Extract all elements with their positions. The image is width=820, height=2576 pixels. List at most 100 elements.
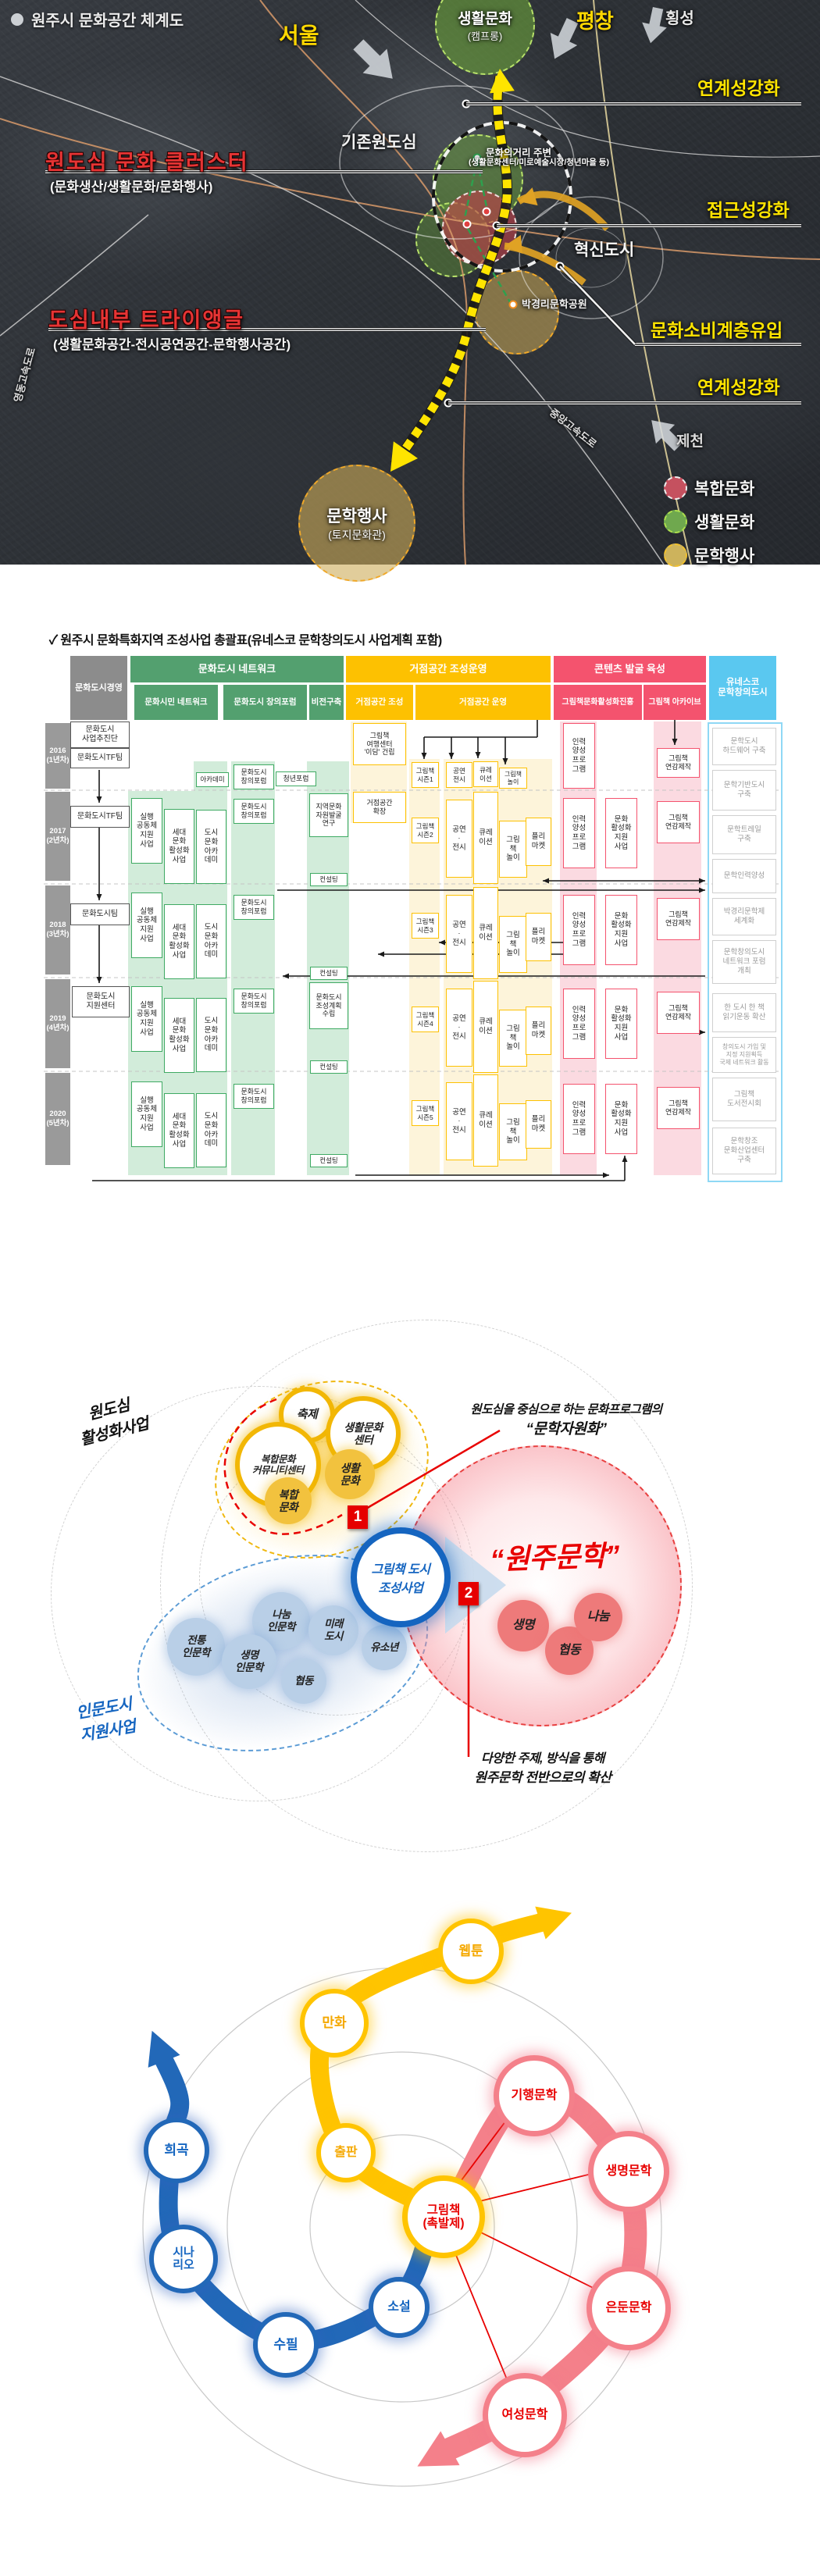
map-red-title: 원도심 문화 클러스터 xyxy=(45,151,249,174)
table-box: 인력 양성 프로 그램 xyxy=(563,798,595,868)
spiral-node: 희곡 xyxy=(144,2118,209,2183)
table-box: 그림책 연감제작 xyxy=(657,748,700,778)
table-box: 청년포럼 xyxy=(276,771,316,786)
unesco-item: 창의도시 가입 및 지정 지원획득 국제 네트워크 활동 xyxy=(712,1037,776,1073)
table-box: 컨설팅 xyxy=(310,1060,348,1074)
map-annotation: 연계성강화 xyxy=(697,377,780,397)
map-label: 박경리문학공원 xyxy=(522,298,587,310)
spiral-node: 기행문학 xyxy=(494,2055,575,2136)
table-box: 큐레 이션 xyxy=(473,1074,498,1167)
annotation-line: 원도심을 중심으로 하는 문화프로그램의 xyxy=(470,1403,662,1416)
table-box: 공연 전시 xyxy=(446,762,472,788)
bubble: 미래 도시 xyxy=(308,1605,358,1655)
map-annotation: 문화소비계층유입 xyxy=(651,320,783,340)
map-area-circle: 문학행사(토지문화관) xyxy=(298,465,415,582)
table-year-block: 2020 (5년차) xyxy=(45,1073,70,1165)
legend-label: 문학행사 xyxy=(694,547,755,565)
table-header-cell: 문화도시 네트워크 xyxy=(130,656,344,682)
table-box: 그림 책 놀이 xyxy=(499,1010,527,1067)
table-header-cell: 콘텐츠 발굴 육성 xyxy=(554,656,706,682)
table-box: 문화 활성화 지원 사업 xyxy=(605,1084,637,1154)
table-box: 세대 문화 활성화 사업 xyxy=(164,1093,194,1168)
map-area-circle xyxy=(442,191,517,265)
spiral-node: 만화 xyxy=(300,1989,369,2058)
table-box: 문화 활성화 지원 사업 xyxy=(605,989,637,1059)
unesco-item: 박경리문학제 세계화 xyxy=(712,898,776,935)
table-box: 공연 · 전시 xyxy=(446,989,472,1067)
table-box: 문화도시 조성계획 수립 xyxy=(309,982,348,1029)
map-label: 기존원도심 xyxy=(341,134,417,151)
table-box: 그림책 연감제작 xyxy=(657,801,700,843)
unesco-item: 문학창의도시 네트워크 포럼 개최 xyxy=(712,940,776,984)
table-box: 컨설팅 xyxy=(310,967,348,980)
unesco-item: 한 도시 한 책 읽기운동 확산 xyxy=(712,993,776,1032)
map-label: 횡성 xyxy=(665,10,694,27)
table-box: 그림 책 놀이 xyxy=(499,1103,527,1160)
map-annotation: 접근성강화 xyxy=(707,200,790,220)
map-label: 혁신도시 xyxy=(574,241,635,259)
bubble: 협동 xyxy=(545,1626,594,1675)
map-red-subtitle: (생활문화공간-전시공연공간-문학행사공간) xyxy=(53,337,291,352)
map-red-title: 도심내부 트라이앵글 xyxy=(48,308,245,332)
table-box: 큐레 이션 xyxy=(473,792,498,884)
table-box: 인력 양성 프로 그램 xyxy=(563,989,595,1059)
annotation-1: 원도심을 중심으로 하는 문화프로그램의 “문학자원화” xyxy=(433,1400,699,1438)
table-box: 도시 문화 아카 데미 xyxy=(196,1093,226,1167)
number-badge: 1 xyxy=(348,1505,368,1529)
table-box: 그림책 여행센터 '이담' 건립 xyxy=(353,723,406,765)
table-box: 거점공간 확장 xyxy=(353,792,406,823)
map-label: (생활문화센터/미로예술시장/청년마을 등) xyxy=(469,158,609,167)
bubble: 생활 문화 xyxy=(325,1449,375,1499)
table-box: 세대 문화 활성화 사업 xyxy=(164,998,194,1073)
bullet-icon xyxy=(11,12,23,26)
map-annotation: 연계성강화 xyxy=(697,78,780,98)
circle-label: 생활문화 xyxy=(458,11,512,27)
table-year-block: 2018 (3년차) xyxy=(45,885,70,974)
table-header-cell: 문화도시경영 xyxy=(70,656,127,720)
table-box: 문화도시 사업추진단 xyxy=(70,721,130,748)
map-area-circle xyxy=(475,270,559,355)
table-box: 인력 양성 프로 그램 xyxy=(563,1084,595,1154)
table-box: 문화도시 창의포럼 xyxy=(234,895,274,920)
table-subheader-cell: 거점공간 운영 xyxy=(415,685,551,720)
table-box: 문화 활성화 지원 사업 xyxy=(605,895,637,965)
spiral-node: 은둔문학 xyxy=(586,2266,671,2350)
table-subheader-cell: 비전구축 xyxy=(309,685,344,720)
table-box: 큐레 이션 xyxy=(473,761,498,787)
table-box: 문화도시 창의포럼 xyxy=(234,1084,274,1109)
table-box: 그림책 놀이 xyxy=(499,768,527,789)
table-box: 세대 문화 활성화 사업 xyxy=(164,904,194,979)
table-box: 컨설팅 xyxy=(310,873,348,886)
table-box: 공연 · 전시 xyxy=(446,895,472,973)
table-box: 그림책 연감제작 xyxy=(657,992,700,1034)
table-box: 지역문화 자원발굴 연구 xyxy=(309,793,348,837)
table-year-block: 2016 (1년차) xyxy=(45,723,70,789)
annotation-line: “문학자원화” xyxy=(526,1421,607,1438)
table-box: 도시 문화 아카 데미 xyxy=(196,998,226,1072)
unesco-item: 문학창조 문화산업센터 구축 xyxy=(712,1128,776,1174)
table-box: 공연 · 전시 xyxy=(446,800,472,878)
unesco-item: 문학기반도시 구축 xyxy=(712,770,776,811)
legend-label: 복합문화 xyxy=(694,480,755,498)
spiral-node: 그림책 (촉발제) xyxy=(402,2175,485,2258)
legend-item: 생활문화 xyxy=(664,510,754,533)
table-subheader-cell: 문화도시 창의포럼 xyxy=(223,685,307,720)
table-box: 플리 마켓 xyxy=(526,1100,551,1149)
legend-color-icon xyxy=(664,510,687,533)
bubble: 유소년 xyxy=(362,1625,407,1670)
table-box: 실행 공동체 지원 사업 xyxy=(131,986,162,1052)
table-box: 실행 공동체 지원 사업 xyxy=(131,798,162,864)
map-title: 원주시 문화공간 체계도 xyxy=(11,8,184,30)
table-subheader-cell: 그림책 아카이브 xyxy=(644,685,706,720)
spiral-node: 시나 리오 xyxy=(149,2225,218,2293)
center-circle-label: 조성사업 xyxy=(378,1582,423,1595)
table-box: 큐레 이션 xyxy=(473,887,498,979)
spiral-node: 여성문학 xyxy=(483,2373,567,2457)
table-box: 플리 마켓 xyxy=(526,818,551,866)
table-box: 그림 책 놀이 xyxy=(499,916,527,973)
table-year-block: 2017 (2년차) xyxy=(45,792,70,881)
